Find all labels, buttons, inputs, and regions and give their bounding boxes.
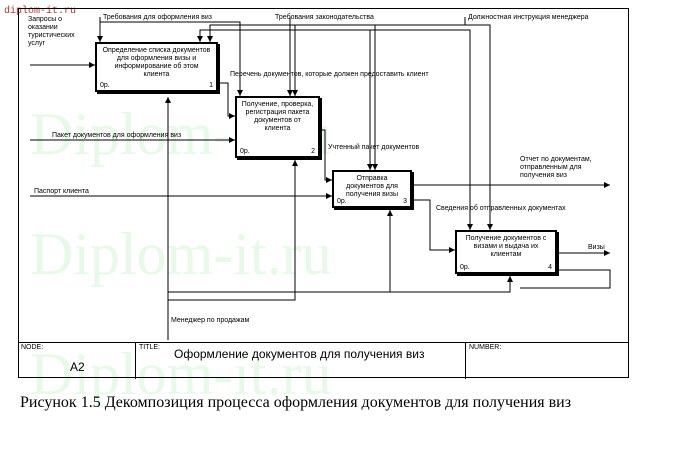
diagram-frame bbox=[18, 8, 629, 378]
number-cell: NUMBER: bbox=[466, 343, 629, 379]
arrow-manager-instr bbox=[464, 17, 493, 230]
number-head: NUMBER: bbox=[469, 344, 502, 351]
arrow-feedback bbox=[520, 269, 611, 289]
label-sent-info: Сведения об отправленных документах bbox=[436, 205, 566, 212]
arrow-instr-box1 bbox=[207, 24, 465, 42]
label-visas: Визы bbox=[588, 244, 605, 251]
label-sales-manager: Менеджер по продажам bbox=[171, 317, 250, 324]
diagram-footer: NODE: A2 TITLE: Оформление документов дл… bbox=[18, 342, 629, 379]
arrow-counted-package bbox=[320, 129, 332, 183]
box-number: 2 bbox=[311, 148, 315, 155]
arrow-visa-req-to-box2 bbox=[100, 21, 243, 96]
label-manager-instruction: Должностная инструкция менеджера bbox=[468, 14, 589, 21]
box-cost: 0р. bbox=[337, 198, 347, 205]
arrow-mech-box3 bbox=[168, 210, 393, 293]
node-cell: NODE: A2 bbox=[18, 343, 136, 379]
label-legislation: Требования законодательства bbox=[275, 14, 374, 21]
watermark-small: diplom-it.ru bbox=[4, 6, 77, 17]
process-box-1[interactable]: Определение списка документов для оформл… bbox=[95, 42, 218, 92]
box-number: 4 bbox=[548, 264, 552, 271]
title-value: Оформление документов для получения виз bbox=[174, 347, 425, 361]
process-box-3[interactable]: Отправка документов для получения визы 0… bbox=[332, 170, 412, 208]
label-requests: Запросы о оказании туристических услуг bbox=[28, 16, 75, 47]
box-number: 1 bbox=[209, 82, 213, 89]
label-visa-requirements: Требования для оформления виз bbox=[103, 14, 213, 21]
label-counted-package: Учтенный пакет документов bbox=[328, 144, 420, 151]
arrow-legislation-box4 bbox=[370, 29, 473, 230]
node-head: NODE: bbox=[21, 344, 44, 351]
title-cell: TITLE: Оформление документов для получен… bbox=[136, 343, 466, 379]
arrow-instr-box2 bbox=[292, 24, 465, 96]
title-head: TITLE: bbox=[139, 344, 161, 351]
box-title: Определение списка документов для оформл… bbox=[102, 47, 211, 78]
box-cost: 0р. bbox=[460, 264, 470, 271]
box-title: Отправка документов для получения визы bbox=[345, 175, 399, 198]
figure-caption: Рисунок 1.5 Декомпозиция процесса оформл… bbox=[20, 394, 572, 411]
arrow-legislation-box1 bbox=[197, 29, 290, 42]
process-box-4[interactable]: Получение документов с визами и выдача и… bbox=[455, 230, 557, 274]
label-report: Отчет по документам, отправленным для по… bbox=[520, 156, 592, 179]
box-cost: 0р. bbox=[100, 82, 110, 89]
arrow-sent-info bbox=[412, 199, 455, 253]
box-title: Получение, проверка, регистрация пакета … bbox=[241, 101, 314, 132]
node-value: A2 bbox=[70, 360, 85, 374]
label-doc-list: Перечень документов, которые должен пред… bbox=[230, 71, 429, 78]
arrow-doclist bbox=[218, 82, 235, 119]
box-number: 3 bbox=[403, 198, 407, 205]
box-cost: 0р. bbox=[240, 148, 250, 155]
box-title: Получение документов с визами и выдача и… bbox=[465, 235, 547, 258]
label-passport: Паспорт клиента bbox=[34, 188, 89, 195]
arrow-instr-box3 bbox=[372, 24, 465, 170]
arrow-mech-box4 bbox=[168, 276, 513, 293]
label-visa-package: Пакет документов для оформления виз bbox=[52, 132, 182, 139]
arrow-mech-box2 bbox=[168, 160, 298, 301]
process-box-2[interactable]: Получение, проверка, регистрация пакета … bbox=[235, 96, 320, 158]
